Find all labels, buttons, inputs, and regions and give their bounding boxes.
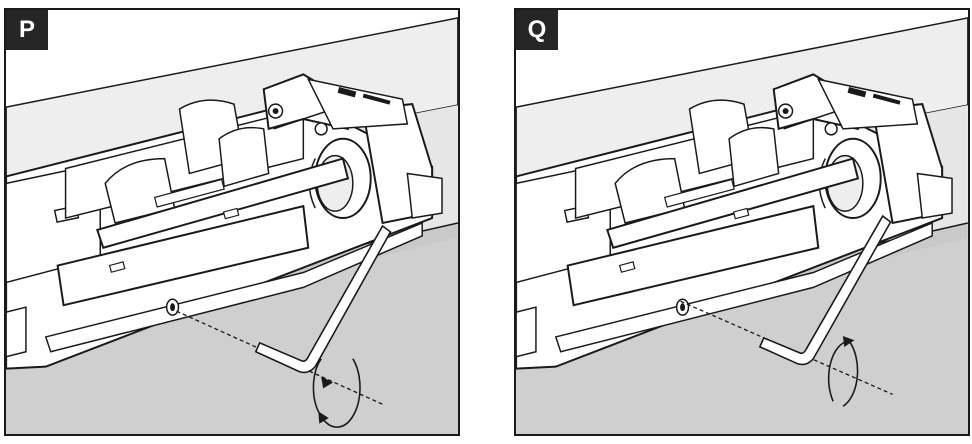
mechanism-illustration bbox=[516, 10, 968, 434]
axis-line bbox=[680, 300, 893, 395]
hex-key-icon bbox=[758, 214, 892, 366]
panel-p: P bbox=[4, 8, 460, 436]
panel-label: P bbox=[6, 10, 48, 50]
rotation-arrow-counterclockwise-icon bbox=[827, 336, 859, 407]
rotation-arrow-clockwise-icon bbox=[312, 358, 361, 428]
panel-label: Q bbox=[516, 10, 558, 50]
hex-key-icon bbox=[254, 224, 392, 374]
mechanism-illustration bbox=[6, 10, 458, 434]
panel-q: Q bbox=[514, 8, 970, 436]
